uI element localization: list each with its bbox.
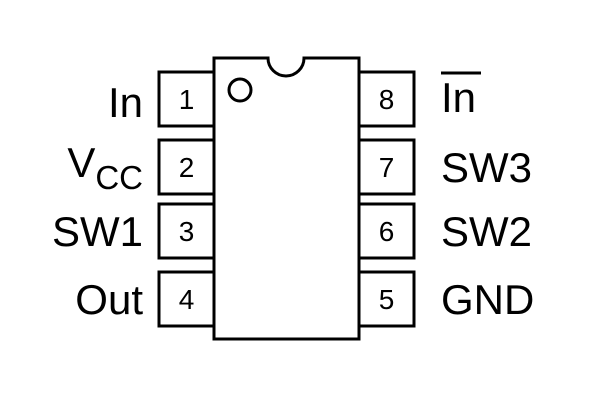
- pin-2-name-subscript: CC: [95, 159, 143, 196]
- pin-2-name-main: V: [67, 139, 95, 186]
- pin-6: 6 SW2: [357, 202, 532, 260]
- pin-5-lead: [357, 270, 416, 328]
- pin-1-lead: [157, 70, 216, 128]
- pin-7-lead: [357, 138, 416, 196]
- pin-4-lead: [157, 270, 216, 328]
- pin-1-number: 1: [179, 84, 195, 115]
- pin-6-name: SW2: [441, 208, 532, 255]
- pin-3-lead: [157, 202, 216, 260]
- pin-6-number: 6: [379, 216, 395, 247]
- pin-3: 3 SW1: [52, 202, 216, 260]
- pin-6-lead: [357, 202, 416, 260]
- pin-4-name: Out: [75, 276, 143, 323]
- pin-8-lead: [357, 70, 416, 128]
- pin-8-number: 8: [379, 84, 395, 115]
- pin-8: 8 In: [357, 70, 481, 128]
- pin-1: 1 In: [108, 70, 216, 128]
- pin-2-name: VCC: [67, 139, 143, 196]
- pin-7: 7 SW3: [357, 138, 532, 196]
- pin-3-name: SW1: [52, 208, 143, 255]
- pin-7-number: 7: [379, 152, 395, 183]
- pin-2-lead: [157, 138, 216, 196]
- pin-5: 5 GND: [357, 270, 534, 328]
- pin-5-number: 5: [379, 284, 395, 315]
- pin-1-name: In: [108, 79, 143, 126]
- pin1-indicator-dot: [227, 77, 253, 103]
- pin-4-number: 4: [179, 284, 195, 315]
- chip-body: [212, 56, 361, 341]
- pin-2-number: 2: [179, 152, 195, 183]
- pin-3-number: 3: [179, 216, 195, 247]
- pin-5-name: GND: [441, 276, 534, 323]
- pin-8-name: In: [441, 74, 476, 121]
- pin-4: 4 Out: [75, 270, 216, 328]
- pin-2: 2 VCC: [67, 138, 216, 196]
- pin-7-name: SW3: [441, 144, 532, 191]
